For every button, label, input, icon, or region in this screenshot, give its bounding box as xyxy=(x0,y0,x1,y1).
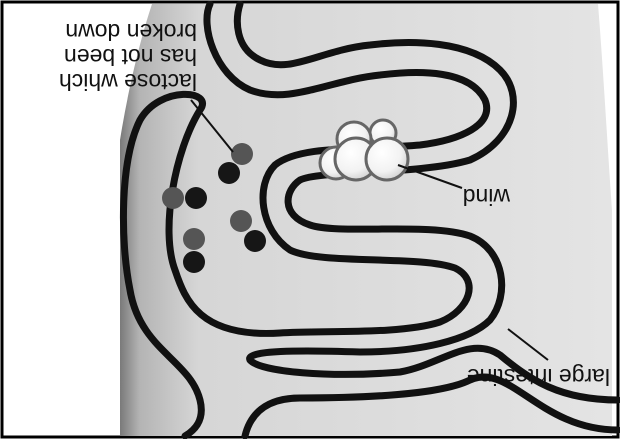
lactose-label-line-2: has not been xyxy=(64,44,197,70)
large-intestine-label: large intestine xyxy=(467,364,610,390)
lactose-label-line-3: broken down xyxy=(65,19,197,45)
lactose-label-line-1: lactose which xyxy=(59,69,197,95)
wind-label: wind xyxy=(463,184,511,210)
